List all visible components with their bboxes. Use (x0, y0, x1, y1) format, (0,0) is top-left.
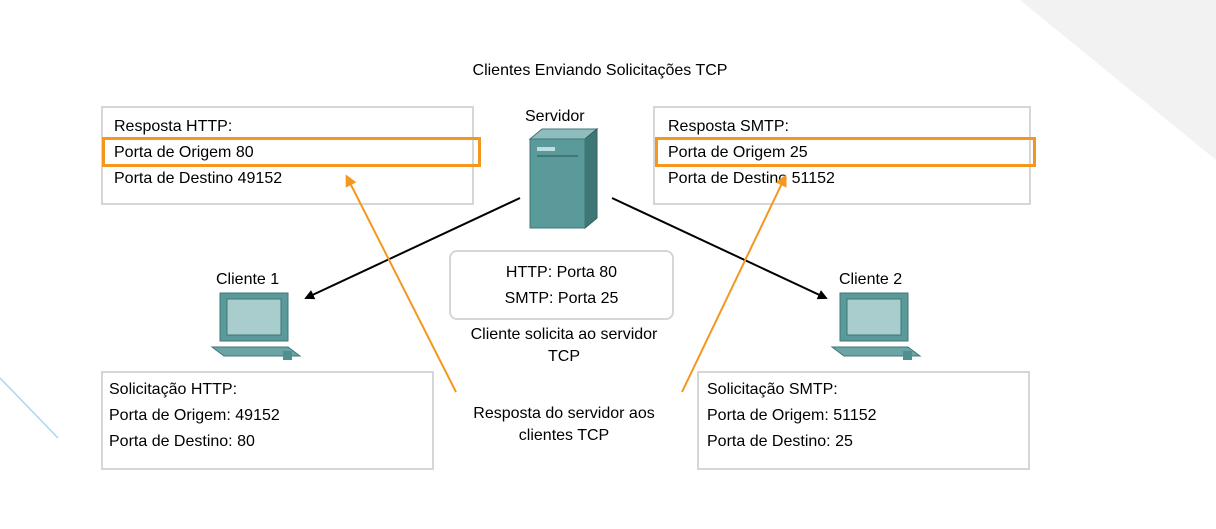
client-2-computer-icon (830, 292, 922, 360)
smtp-response-box (653, 106, 1031, 205)
background-accent-line (0, 377, 59, 439)
smtp-response-source-port: Porta de Origem 25 (668, 144, 808, 161)
smtp-request-dest-port: Porta de Destino: 25 (707, 433, 853, 450)
http-request-dest-port: Porta de Destino: 80 (109, 433, 255, 450)
request-caption: Cliente solicita ao servidor TCP (440, 324, 688, 368)
http-request-header: Solicitação HTTP: (109, 381, 238, 398)
server-label: Servidor (525, 108, 585, 125)
request-caption-line-1: Cliente solicita ao servidor (470, 326, 658, 343)
client-1-label: Cliente 1 (216, 271, 280, 288)
smtp-request-header: Solicitação SMTP: (707, 381, 838, 398)
smtp-response-dest-port: Porta de Destino 51152 (668, 170, 835, 187)
arrow-server-to-client-1 (304, 197, 521, 300)
request-caption-line-2: TCP (548, 348, 580, 365)
arrow-smtp-response (681, 174, 787, 393)
http-response-dest-port: Porta de Destino 49152 (114, 170, 283, 187)
port-mapping-box (449, 250, 674, 320)
smtp-request-box (697, 371, 1030, 470)
client-2-label: Cliente 2 (839, 271, 903, 288)
server-icon (528, 127, 599, 230)
background-corner-shape (1020, 0, 1216, 160)
arrow-http-response (345, 174, 457, 393)
diagram-title: Clientes Enviando Solicitações TCP (472, 62, 728, 79)
response-caption-line-2: clientes TCP (518, 427, 610, 444)
response-caption-line-1: Resposta do servidor aos (473, 405, 655, 422)
http-request-box (101, 371, 434, 470)
response-caption: Resposta do servidor aos clientes TCP (450, 403, 678, 447)
arrow-server-to-client-2 (611, 197, 828, 300)
smtp-port-mapping: SMTP: Porta 25 (504, 290, 619, 307)
http-response-box (101, 106, 474, 205)
smtp-response-header: Resposta SMTP: (668, 118, 789, 135)
http-response-source-port: Porta de Origem 80 (114, 144, 254, 161)
client-1-computer-icon (210, 292, 302, 360)
http-port-mapping: HTTP: Porta 80 (505, 264, 618, 281)
http-response-header: Resposta HTTP: (114, 118, 233, 135)
smtp-response-source-highlight (655, 137, 1036, 167)
smtp-request-source-port: Porta de Origem: 51152 (707, 407, 877, 424)
http-response-source-highlight (102, 137, 481, 167)
http-request-source-port: Porta de Origem: 49152 (109, 407, 280, 424)
